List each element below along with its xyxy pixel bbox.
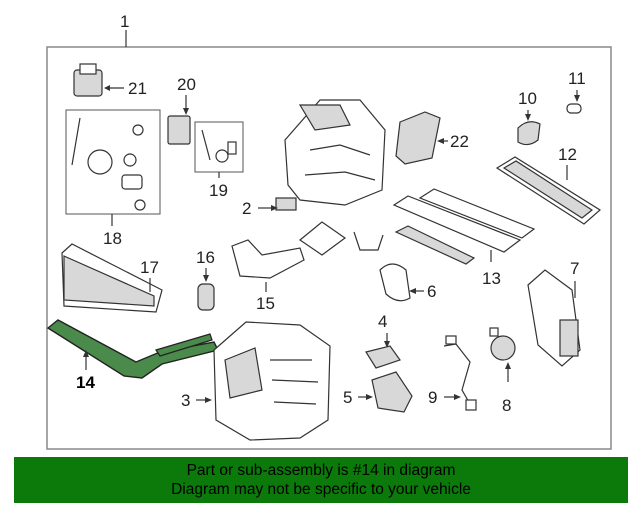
part-13[interactable]: 13: [392, 188, 536, 288]
callout-6[interactable]: 6: [427, 282, 436, 301]
callout-22[interactable]: 22: [450, 132, 469, 151]
callout-19[interactable]: 19: [209, 181, 228, 200]
part-7[interactable]: 7: [527, 259, 581, 367]
part-9[interactable]: 9: [428, 335, 477, 411]
diagram-frame: [46, 46, 612, 450]
callout-1[interactable]: 1: [120, 12, 129, 31]
callout-11[interactable]: 11: [568, 69, 586, 88]
callout-16[interactable]: 16: [196, 248, 215, 267]
part-6[interactable]: 6: [379, 263, 436, 302]
callout-2[interactable]: 2: [242, 199, 251, 218]
part-21[interactable]: 21: [73, 63, 147, 98]
callout-9[interactable]: 9: [428, 388, 437, 407]
callout-18[interactable]: 18: [103, 229, 122, 248]
part-19[interactable]: 19: [194, 121, 244, 200]
callout-14[interactable]: 14: [76, 373, 95, 392]
info-banner: Part or sub-assembly is #14 in diagram D…: [14, 457, 628, 503]
callout-3[interactable]: 3: [181, 391, 190, 410]
part-8[interactable]: 8: [489, 327, 516, 415]
part-3[interactable]: 3: [181, 321, 331, 441]
callout-4[interactable]: 4: [378, 312, 387, 331]
part-14[interactable]: 14: [46, 319, 220, 392]
callout-15[interactable]: 15: [256, 294, 275, 313]
part-22[interactable]: 22: [395, 111, 469, 165]
pad[interactable]: [298, 221, 347, 256]
banner-line-1: Part or sub-assembly is #14 in diagram: [186, 462, 456, 479]
part-12[interactable]: 12: [495, 145, 602, 225]
part-17[interactable]: 17: [61, 243, 163, 313]
callout-10[interactable]: 10: [518, 89, 537, 108]
callout-12[interactable]: 12: [558, 145, 577, 164]
callout-21[interactable]: 21: [128, 79, 147, 98]
callout-5[interactable]: 5: [343, 388, 352, 407]
callout-17[interactable]: 17: [140, 258, 159, 277]
part-4[interactable]: 4: [365, 312, 401, 369]
part-11[interactable]: 11: [566, 69, 586, 114]
callout-8[interactable]: 8: [502, 396, 511, 415]
part-18[interactable]: 18: [65, 109, 161, 248]
part-10[interactable]: 10: [517, 89, 541, 146]
callout-20[interactable]: 20: [177, 75, 196, 94]
part-16[interactable]: 16: [196, 248, 215, 311]
part-2[interactable]: 2: [242, 99, 386, 218]
part-15[interactable]: 15: [231, 239, 305, 313]
clip[interactable]: [353, 231, 384, 251]
callout-7[interactable]: 7: [570, 259, 579, 278]
part-20[interactable]: 20: [167, 75, 196, 145]
banner-line-2: Diagram may not be specific to your vehi…: [171, 481, 471, 498]
callout-13[interactable]: 13: [482, 269, 501, 288]
parts-diagram: 1 21 18 20 19: [46, 12, 612, 450]
part-5[interactable]: 5: [343, 371, 413, 413]
